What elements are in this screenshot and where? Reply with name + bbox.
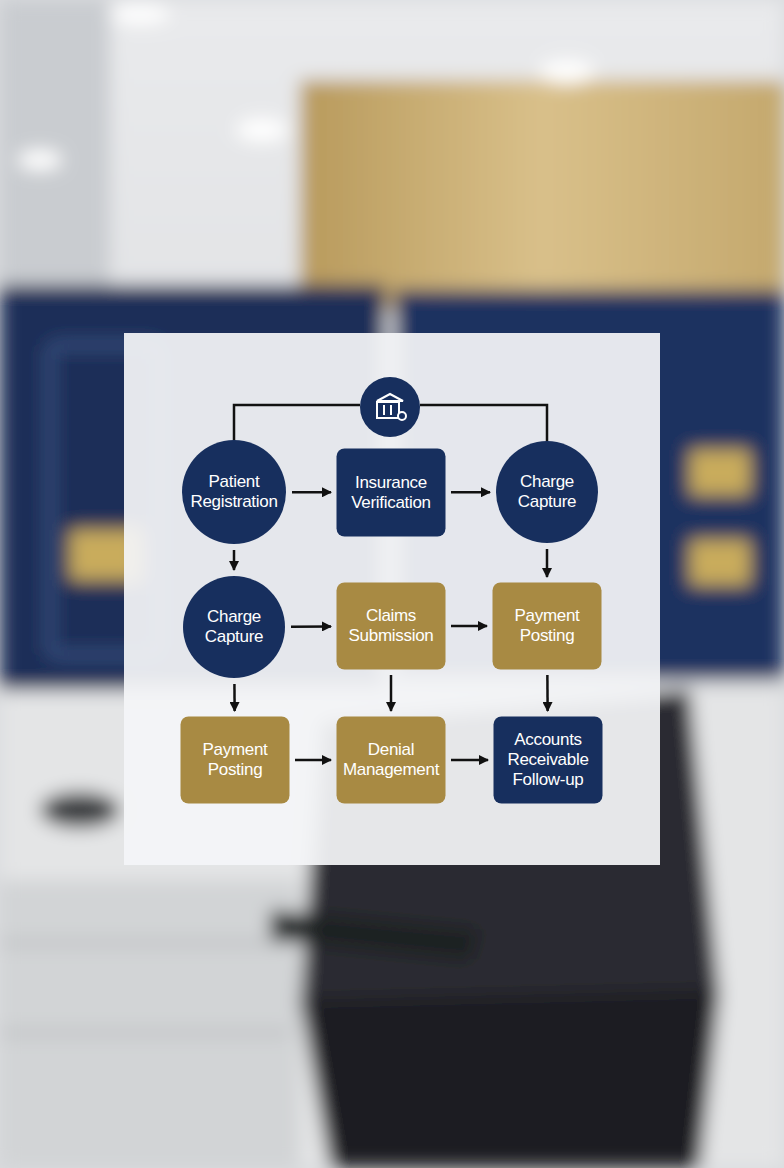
process-box: Accounts Receivable Follow-up [493, 716, 603, 804]
node-label: Claims Submission [336, 606, 446, 646]
diagram-panel [124, 333, 660, 865]
flow-arrow [546, 549, 549, 577]
process-circle: Patient Registration [181, 439, 287, 545]
flow-arrow [451, 759, 488, 762]
flow-arrow [233, 684, 236, 711]
flow-arrow [546, 675, 549, 711]
process-box: Payment Posting [492, 582, 602, 670]
process-box: Denial Management [336, 716, 446, 804]
node-label: Denial Management [336, 740, 446, 780]
flow-arrow [451, 491, 490, 494]
process-box: Insurance Verification [336, 448, 446, 537]
flow-arrow [292, 491, 331, 494]
flow-arrow [295, 759, 331, 762]
process-circle: Charge Capture [495, 440, 599, 544]
flow-arrow [233, 550, 236, 570]
process-circle: Charge Capture [182, 575, 286, 679]
process-box: Claims Submission [336, 582, 446, 670]
node-label: Patient Registration [181, 472, 287, 512]
process-box: Payment Posting [180, 716, 290, 804]
node-label: Payment Posting [180, 740, 290, 780]
node-label: Payment Posting [492, 606, 602, 646]
node-label: Insurance Verification [336, 473, 446, 513]
node-label: Charge Capture [182, 607, 286, 647]
node-label: Accounts Receivable Follow-up [493, 730, 603, 790]
flow-arrow [451, 625, 487, 628]
node-label: Charge Capture [495, 472, 599, 512]
bank-icon [360, 377, 420, 437]
flow-arrow [390, 675, 393, 711]
flow-arrow [291, 625, 331, 628]
